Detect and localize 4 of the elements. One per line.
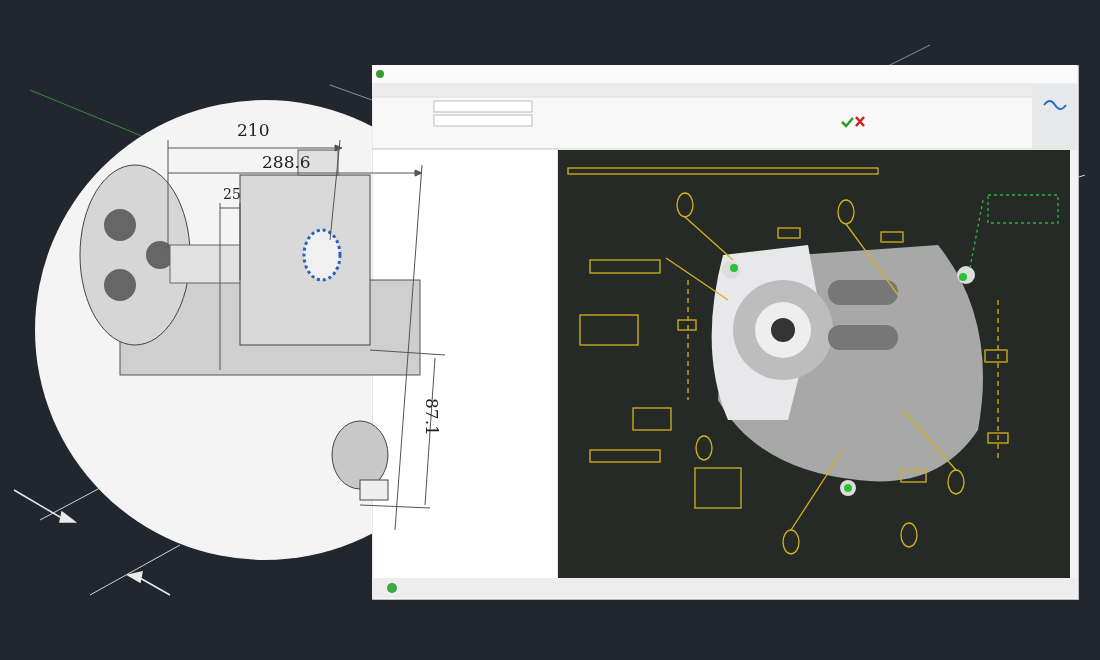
dimension-label: 288.6	[262, 154, 311, 171]
dimension-label: 25	[223, 187, 241, 201]
dimension-label: 210	[237, 122, 270, 139]
dimension-label: 87.1	[423, 398, 440, 436]
